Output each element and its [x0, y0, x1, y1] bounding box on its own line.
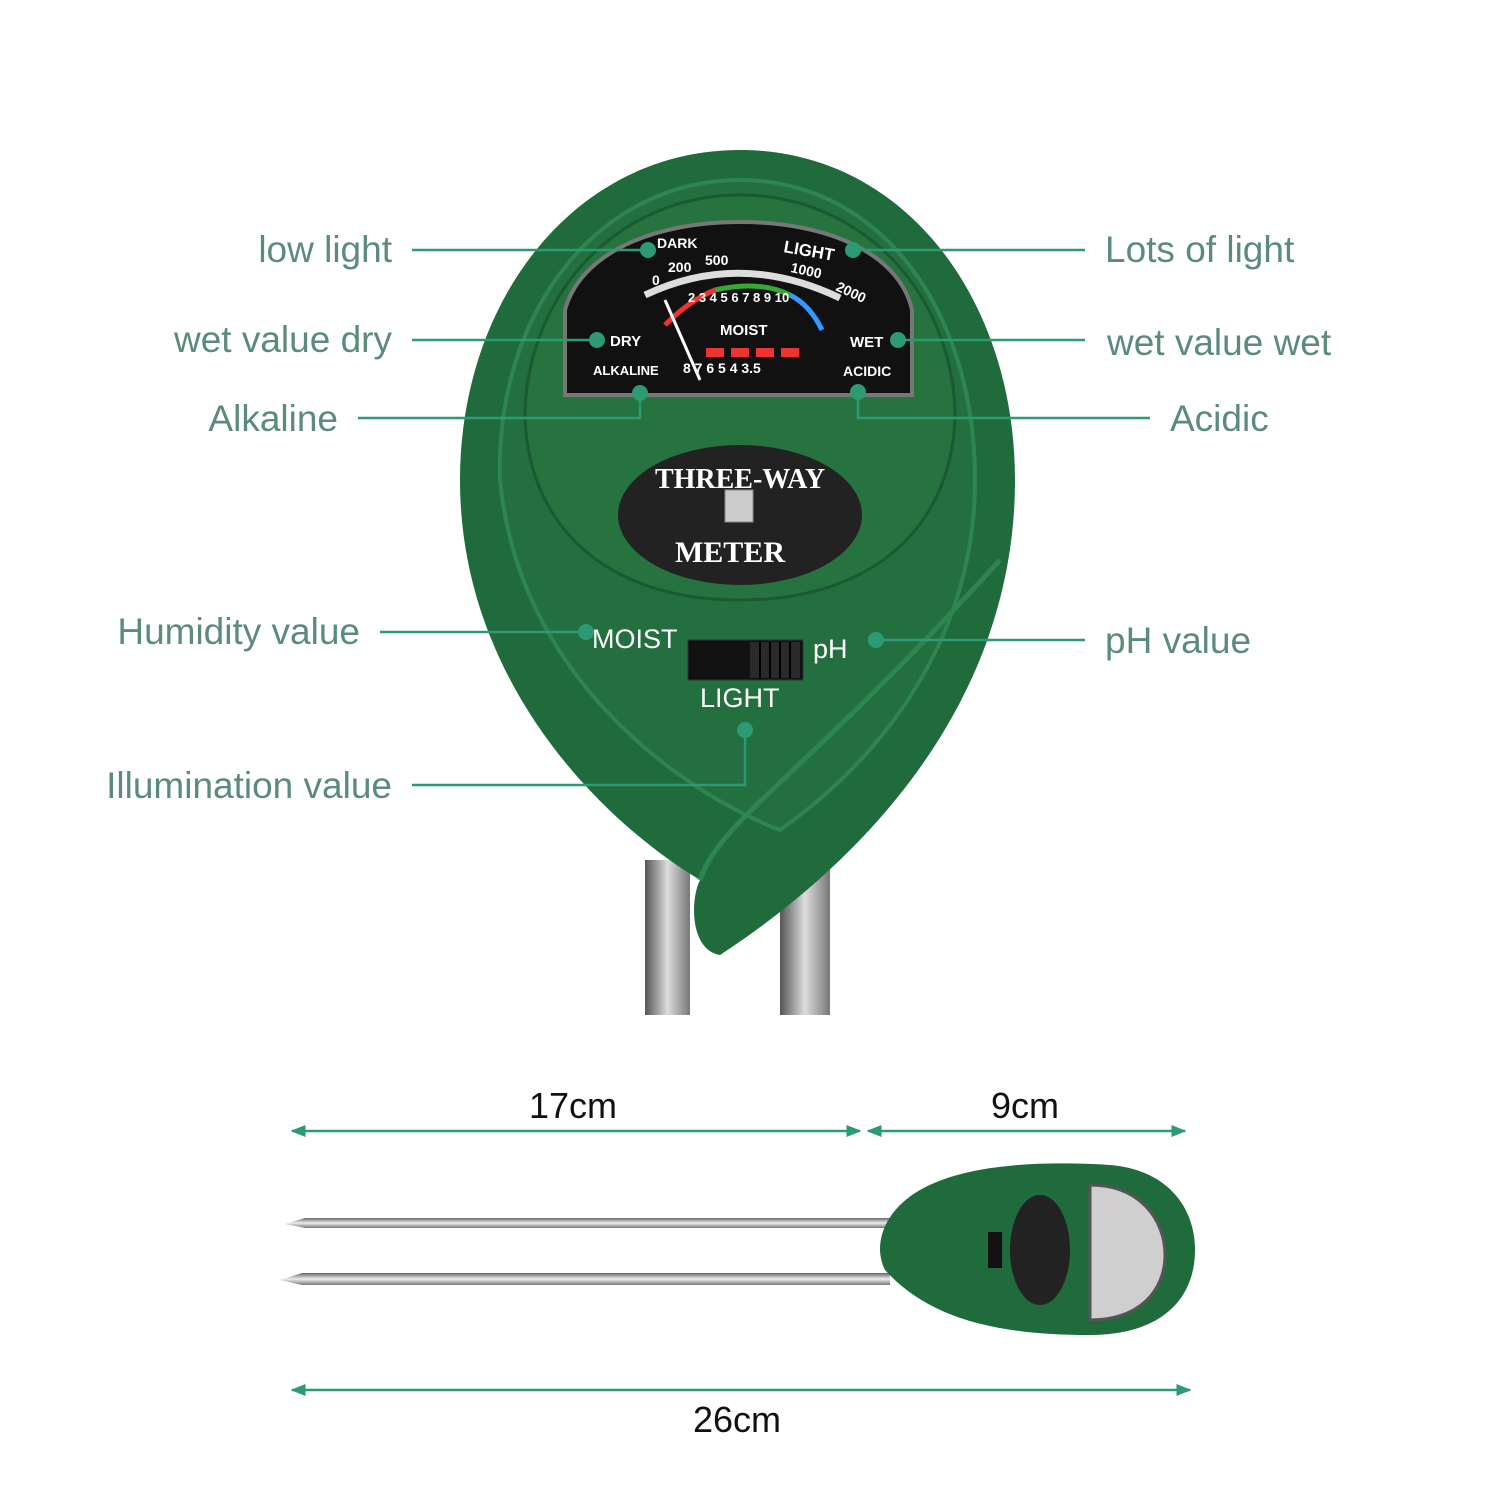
svg-text:200: 200	[668, 259, 692, 275]
svg-text:WET: WET	[850, 334, 883, 351]
light-sensor	[724, 489, 754, 523]
switch-label-ph: pH	[813, 634, 848, 664]
callout-wet-value-wet: wet value wet	[1106, 322, 1332, 363]
svg-text:0: 0	[652, 272, 660, 288]
svg-text:MOIST: MOIST	[720, 322, 768, 339]
callout-wet-value-dry: wet value dry	[173, 319, 392, 360]
svg-text:2 3 4 5 6 7 8 9 10: 2 3 4 5 6 7 8 9 10	[688, 290, 789, 305]
callout-alkaline: Alkaline	[208, 398, 338, 439]
callouts: low light Lots of light wet value dry we…	[106, 229, 1332, 806]
switch-label-moist: MOIST	[592, 624, 678, 654]
mode-switch[interactable]	[687, 639, 804, 681]
svg-text:1000: 1000	[789, 259, 823, 281]
svg-text:ALKALINE: ALKALINE	[593, 363, 659, 378]
switch-label-light: LIGHT	[700, 683, 780, 713]
svg-text:METER: METER	[675, 536, 785, 569]
dimension-body-length: 9cm	[991, 1085, 1059, 1126]
svg-text:ACIDIC: ACIDIC	[843, 363, 891, 379]
svg-text:8 7 6 5 4 3.5: 8 7 6 5 4 3.5	[683, 360, 761, 376]
callout-ph-value: pH value	[1105, 620, 1251, 661]
gauge-needle	[663, 299, 702, 381]
callout-humidity-value: Humidity value	[117, 611, 360, 652]
gauge-dial: DARK LIGHT 0 200 500 1000 2000 2 3 4 5 6…	[563, 219, 914, 397]
meter-front-view: DARK LIGHT 0 200 500 1000 2000 2 3 4 5 6…	[460, 150, 1015, 1015]
callout-low-light: low light	[258, 229, 392, 270]
dimensions: 17cm 9cm 26cm	[290, 1085, 1192, 1440]
meter-side-view	[280, 1163, 1195, 1335]
dimension-probe-length: 17cm	[529, 1085, 617, 1126]
svg-text:DARK: DARK	[657, 235, 697, 251]
callout-illumination-value: Illumination value	[106, 765, 392, 806]
brand-badge: THREE-WAY METER	[618, 445, 862, 585]
callout-acidic: Acidic	[1170, 398, 1269, 439]
svg-text:500: 500	[705, 252, 729, 268]
dimension-total-length: 26cm	[693, 1399, 781, 1440]
probe-left	[645, 860, 690, 1015]
callout-lots-of-light: Lots of light	[1105, 229, 1295, 270]
svg-text:DRY: DRY	[610, 333, 641, 350]
